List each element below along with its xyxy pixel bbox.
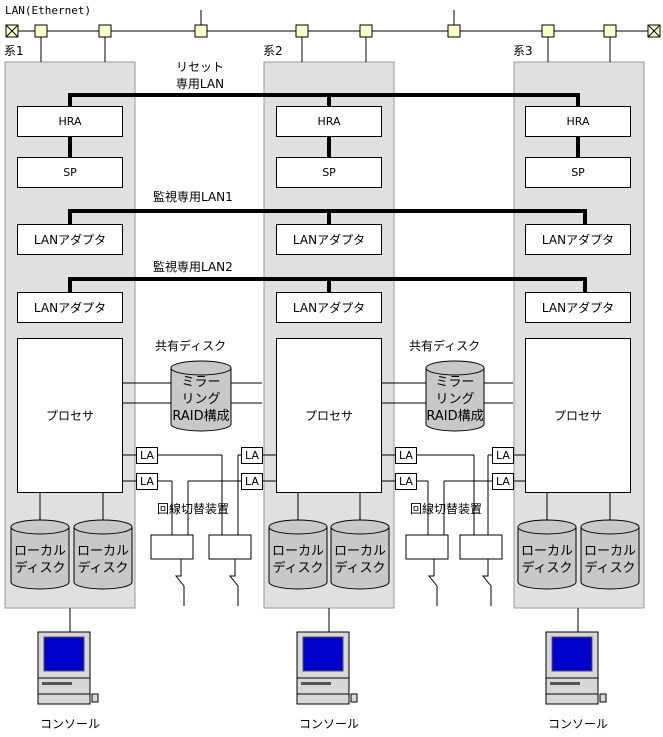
lan-adapter1-box-2: LANアダプタ <box>276 224 382 255</box>
system-1-label: 系1 <box>4 44 24 58</box>
shared-disk-2-label: 共有ディスク <box>409 339 481 353</box>
line-adapter-box: LA <box>395 473 417 490</box>
sp-box-2: SP <box>276 157 382 188</box>
system-2-label: 系2 <box>263 44 283 58</box>
monitor-lan2-line <box>68 277 587 292</box>
lan-adapter2-box-3: LANアダプタ <box>525 292 631 323</box>
line-switch-outlines <box>174 559 492 606</box>
monitor-lan1-label: 監視専用LAN1 <box>153 190 233 204</box>
line-adapter-box: LA <box>241 447 263 464</box>
shared-disk-1 <box>170 360 232 432</box>
line-adapter-box: LA <box>241 473 263 490</box>
hra-box-2: HRA <box>276 106 382 137</box>
lan-adapter2-box-1: LANアダプタ <box>17 292 123 323</box>
hra-box-3: HRA <box>525 106 631 137</box>
lan-adapter1-box-3: LANアダプタ <box>525 224 631 255</box>
system-3-label: 系3 <box>513 44 533 58</box>
console-computer-icon-2 <box>296 631 358 705</box>
console-1-label: コンソール <box>39 717 100 731</box>
monitor-lan2-label: 監視専用LAN2 <box>153 260 233 274</box>
line-adapter-box: LA <box>492 473 514 490</box>
line-switch-2-label: 回線切替装置 <box>410 502 483 516</box>
sp-box-1: SP <box>17 157 123 188</box>
console-2-label: コンソール <box>298 717 359 731</box>
processor-box-3: プロセサ <box>525 338 631 493</box>
line-switch-1-label: 回線切替装置 <box>157 502 230 516</box>
console-computer-icon-1 <box>37 631 99 705</box>
local-disk-1b-text: ローカルディスク <box>76 544 129 576</box>
line-adapter-box: LA <box>492 447 514 464</box>
hra-sp-links <box>68 137 580 157</box>
console-computer-icon-3 <box>545 631 607 705</box>
monitor-lan1-line <box>68 209 587 224</box>
sp-box-3: SP <box>525 157 631 188</box>
console-links <box>69 608 579 632</box>
local-disk-2b-text: ローカルディスク <box>333 544 386 576</box>
ethernet-lan-label: LAN(Ethernet) <box>5 4 92 17</box>
hra-box-1: HRA <box>17 106 123 137</box>
local-disk-1a-text: ローカルディスク <box>13 544 66 576</box>
line-adapter-box: LA <box>136 473 158 490</box>
lan-adapter2-box-2: LANアダプタ <box>276 292 382 323</box>
local-disk-2a-text: ローカルディスク <box>271 544 324 576</box>
line-adapter-box: LA <box>395 447 417 464</box>
processor-box-1: プロセサ <box>17 338 123 493</box>
reset-lan-line <box>68 93 580 107</box>
shared-disk-2 <box>425 360 485 432</box>
line-adapter-box: LA <box>136 447 158 464</box>
console-3-label: コンソール <box>547 717 608 731</box>
processor-box-2: プロセサ <box>276 338 382 493</box>
reset-lan-label-line2: 専用LAN <box>175 77 225 91</box>
line-switch-boxes <box>150 534 503 560</box>
ethernet-lan <box>5 10 661 62</box>
local-disk-cylinders <box>10 519 640 590</box>
lan-adapter1-box-1: LANアダプタ <box>17 224 123 255</box>
local-disk-links <box>39 493 611 520</box>
local-disk-3a-text: ローカルディスク <box>520 544 573 576</box>
shared-disk-1-label: 共有ディスク <box>155 339 227 353</box>
local-disk-3b-text: ローカルディスク <box>583 544 636 576</box>
line-adapter-wiring <box>123 454 528 535</box>
reset-lan-label-line1: リセット <box>175 60 224 74</box>
